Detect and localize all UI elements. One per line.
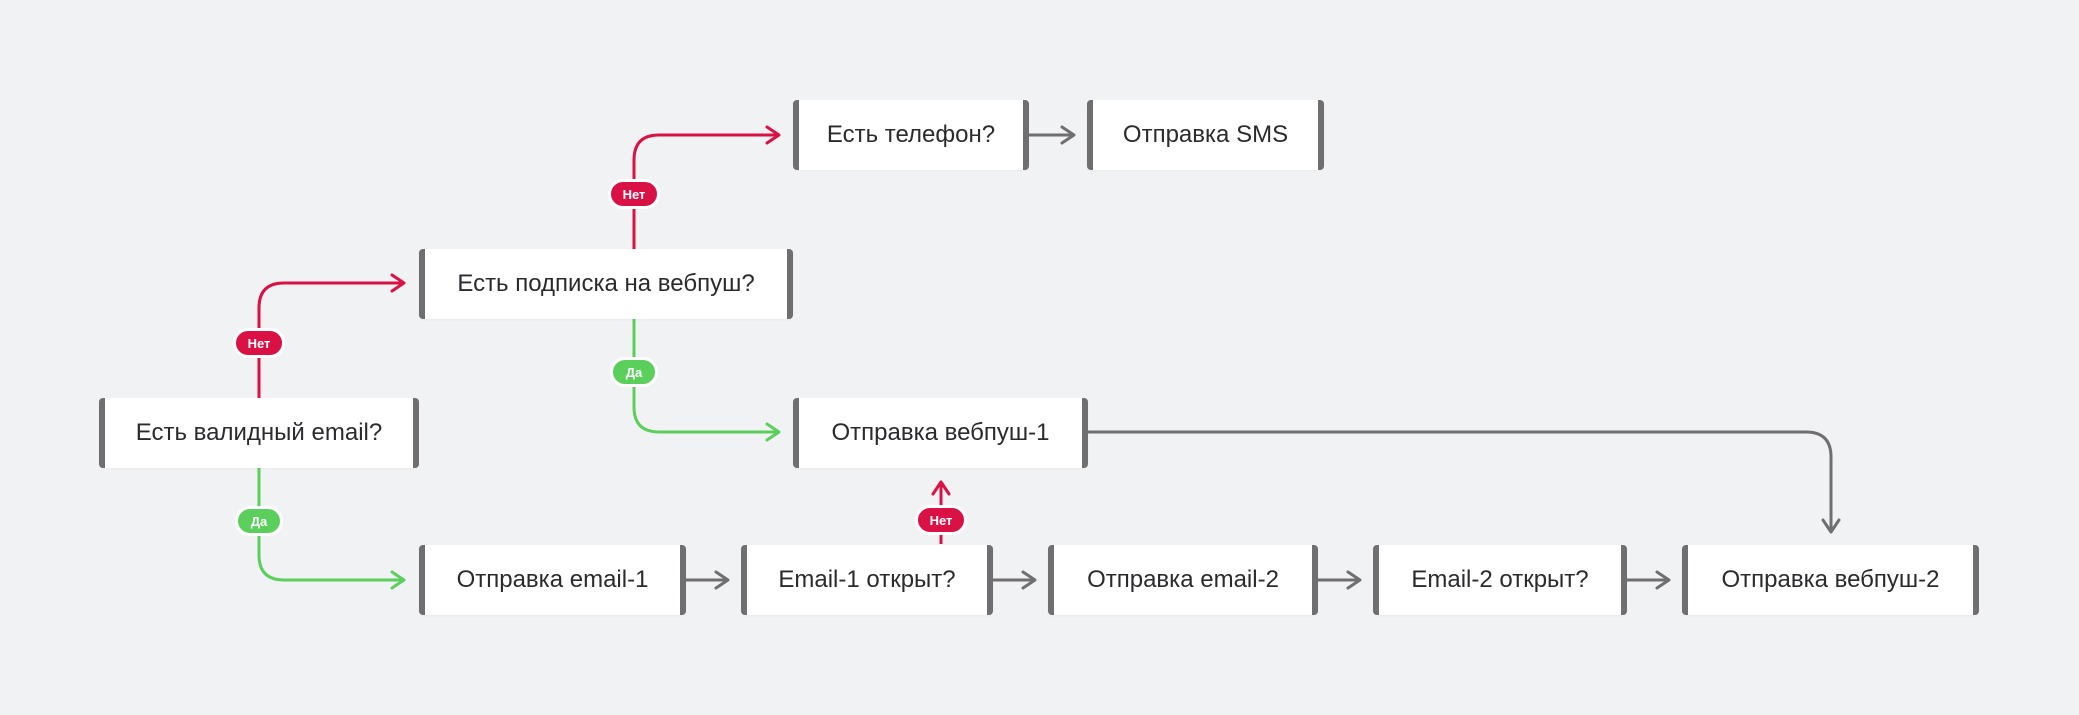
node-valid-email-label: Есть валидный email? [135, 419, 383, 446]
node-send-email-1[interactable]: Отправка email-1 [419, 545, 686, 615]
arrowhead-email-yes [390, 570, 406, 590]
branch-no-badge: Нет [233, 328, 285, 358]
node-send-email-2-label: Отправка email-2 [1087, 566, 1279, 593]
arrowhead-opened1-email2 [1021, 570, 1037, 590]
node-send-webpush-1[interactable]: Отправка вебпуш-1 [793, 398, 1088, 468]
arrowhead-email1-opened [714, 570, 730, 590]
branch-no-badge: Нет [608, 179, 660, 209]
node-email-2-opened[interactable]: Email-2 открыт? [1373, 545, 1627, 615]
node-send-email-2[interactable]: Отправка email-2 [1048, 545, 1318, 615]
arrowhead-email1-opened-no [931, 480, 951, 496]
node-email-1-opened[interactable]: Email-1 открыт? [741, 545, 993, 615]
node-send-webpush-2-label: Отправка вебпуш-2 [1721, 566, 1940, 593]
node-has-phone[interactable]: Есть телефон? [793, 100, 1029, 170]
node-email-2-opened-label: Email-2 открыт? [1411, 566, 1589, 593]
connector-email-yes [257, 466, 402, 582]
node-send-webpush-1-label: Отправка вебпуш-1 [831, 419, 1050, 446]
connector-webpush1-webpush2 [1088, 430, 1833, 530]
node-webpush-subscription-label: Есть подписка на вебпуш? [457, 270, 755, 297]
arrowhead-email-no [390, 273, 406, 293]
branch-no-badge: Нет [915, 505, 967, 535]
connector-webpush-yes [632, 318, 777, 434]
branch-yes-badge: Да [235, 506, 283, 536]
connector-webpush-no [632, 133, 777, 249]
arrowhead-opened2-webpush2 [1655, 570, 1671, 590]
arrowhead-email2-opened [1346, 570, 1362, 590]
arrowhead-webpush1-webpush2 [1821, 518, 1841, 534]
node-send-sms[interactable]: Отправка SMS [1087, 100, 1324, 170]
connector-email-no [257, 281, 402, 398]
arrowhead-webpush-no [765, 125, 781, 145]
node-send-sms-label: Отправка SMS [1122, 121, 1289, 148]
node-valid-email[interactable]: Есть валидный email? [99, 398, 419, 468]
arrowhead-webpush-yes [765, 422, 781, 442]
node-webpush-subscription[interactable]: Есть подписка на вебпуш? [419, 249, 793, 319]
node-send-email-1-label: Отправка email-1 [456, 566, 649, 593]
node-email-1-opened-label: Email-1 открыт? [778, 566, 956, 593]
node-send-webpush-2[interactable]: Отправка вебпуш-2 [1682, 545, 1979, 615]
branch-yes-badge: Да [610, 357, 658, 387]
arrowhead-phone-sms [1060, 125, 1076, 145]
node-has-phone-label: Есть телефон? [826, 121, 996, 148]
